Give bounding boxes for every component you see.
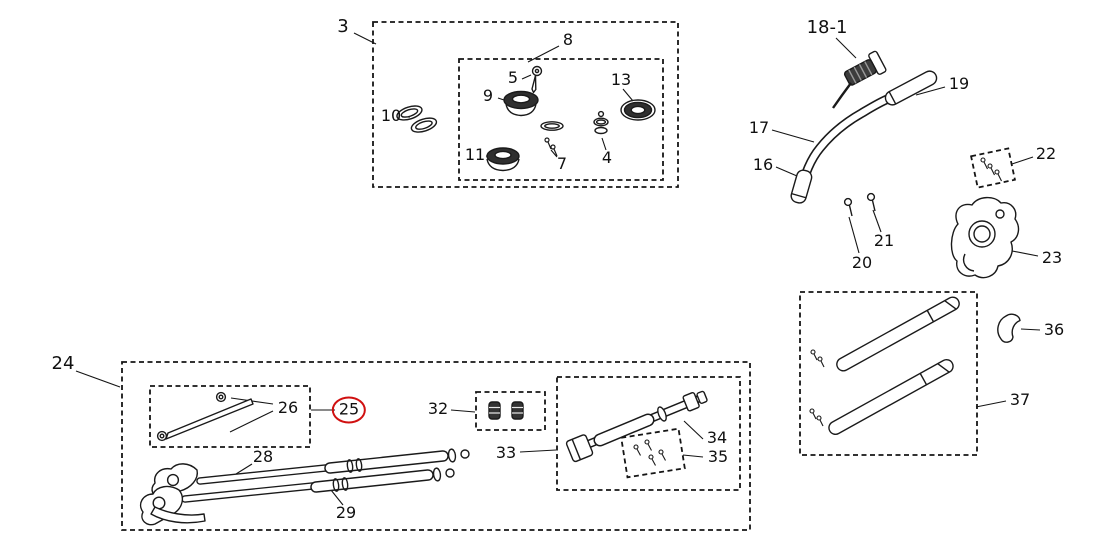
box-part-35 — [620, 427, 686, 479]
part-label-4: 4 — [601, 148, 613, 167]
leader-line-7 — [550, 149, 558, 158]
part-21-bolt — [866, 192, 876, 212]
part-label-3: 3 — [337, 16, 349, 37]
part-label-37: 37 — [1009, 390, 1031, 409]
leader-line-32 — [450, 409, 476, 413]
box-part-32 — [475, 391, 546, 431]
grip-throttle-drawing — [832, 50, 938, 109]
part-label-25: 25 — [331, 396, 367, 424]
leader-line-3 — [353, 32, 377, 45]
part-35-screws — [633, 439, 666, 466]
leader-line-17 — [771, 129, 815, 143]
leader-line-21 — [872, 209, 882, 233]
part-label-11: 11 — [464, 145, 486, 164]
leader-line-4 — [601, 137, 607, 151]
group-parts — [139, 50, 1021, 526]
part-label-22: 22 — [1035, 144, 1057, 163]
leader-line-36 — [1020, 328, 1041, 331]
part-9-bearing-cone — [503, 90, 539, 117]
part-label-17: 17 — [748, 118, 770, 137]
leader-line-24 — [75, 370, 121, 388]
leader-line-33 — [519, 449, 557, 453]
part-10-dust-seals — [396, 105, 438, 133]
part-label-20: 20 — [851, 253, 873, 272]
box-axle-group — [556, 376, 741, 491]
part-label-8: 8 — [562, 30, 574, 49]
leader-line-19 — [915, 86, 946, 96]
leader-line-35 — [682, 454, 704, 458]
leader-line-5 — [521, 74, 532, 80]
part-label-34: 34 — [706, 428, 728, 447]
leader-line-22 — [1011, 156, 1034, 165]
fork-legs-drawing — [139, 448, 470, 526]
part-32-bushes — [488, 401, 524, 420]
part-23-top-bridge — [950, 196, 1020, 279]
part-label-9: 9 — [482, 86, 494, 105]
part-label-7: 7 — [556, 154, 568, 173]
part-label-28: 28 — [252, 447, 274, 466]
box-steering-group — [372, 21, 679, 188]
leader-line-29 — [330, 489, 344, 506]
part-label-32: 32 — [427, 399, 449, 418]
part-26-damper-rod — [156, 391, 254, 442]
leader-line-16 — [775, 166, 798, 177]
part-label-21: 21 — [873, 231, 895, 250]
leader-line-18-1 — [835, 37, 857, 59]
box-part-22 — [970, 147, 1016, 189]
part-13-bearing — [620, 99, 656, 121]
part-label-23: 23 — [1041, 248, 1063, 267]
leader-line-8 — [527, 45, 560, 63]
part-11-bearing-race — [486, 147, 520, 172]
part-label-16: 16 — [752, 155, 774, 174]
part-label-19: 19 — [948, 74, 970, 93]
leader-line-26b — [229, 410, 274, 433]
part-36-bracket — [997, 313, 1021, 343]
part-label-29: 29 — [335, 503, 357, 522]
leader-line-34 — [683, 420, 704, 440]
handlebar-drawing — [790, 93, 895, 204]
washer-drawing — [540, 121, 564, 131]
part-4-rings — [593, 110, 609, 135]
box-fork-guards — [799, 291, 978, 456]
part-label-33: 33 — [495, 443, 517, 462]
part-33-34-axle — [565, 390, 708, 463]
box-bearing-kit — [458, 58, 664, 181]
part-label-13: 13 — [610, 70, 632, 89]
part-label-36: 36 — [1043, 320, 1065, 339]
part-label-24: 24 — [51, 353, 75, 374]
box-fork-assembly — [121, 361, 751, 531]
part-label-35: 35 — [707, 447, 729, 466]
part-label-10: 10 — [380, 106, 402, 125]
part-label-26: 26 — [277, 398, 299, 417]
box-part-26 — [149, 385, 311, 448]
part-label-5: 5 — [507, 68, 519, 87]
group-boxes — [121, 21, 1016, 531]
leader-line-37 — [975, 400, 1007, 408]
leader-line-20 — [848, 216, 860, 254]
part-7-pins — [544, 137, 558, 157]
leader-line-28 — [235, 463, 253, 475]
guard-screws — [809, 349, 825, 427]
part-37-fork-guards — [809, 296, 960, 435]
part-5-bolt — [531, 65, 543, 94]
part-20-bolt — [843, 197, 853, 217]
leader-line-13 — [622, 88, 634, 102]
part-22-screws — [980, 157, 1002, 182]
part-label-18-1: 18-1 — [806, 17, 848, 38]
